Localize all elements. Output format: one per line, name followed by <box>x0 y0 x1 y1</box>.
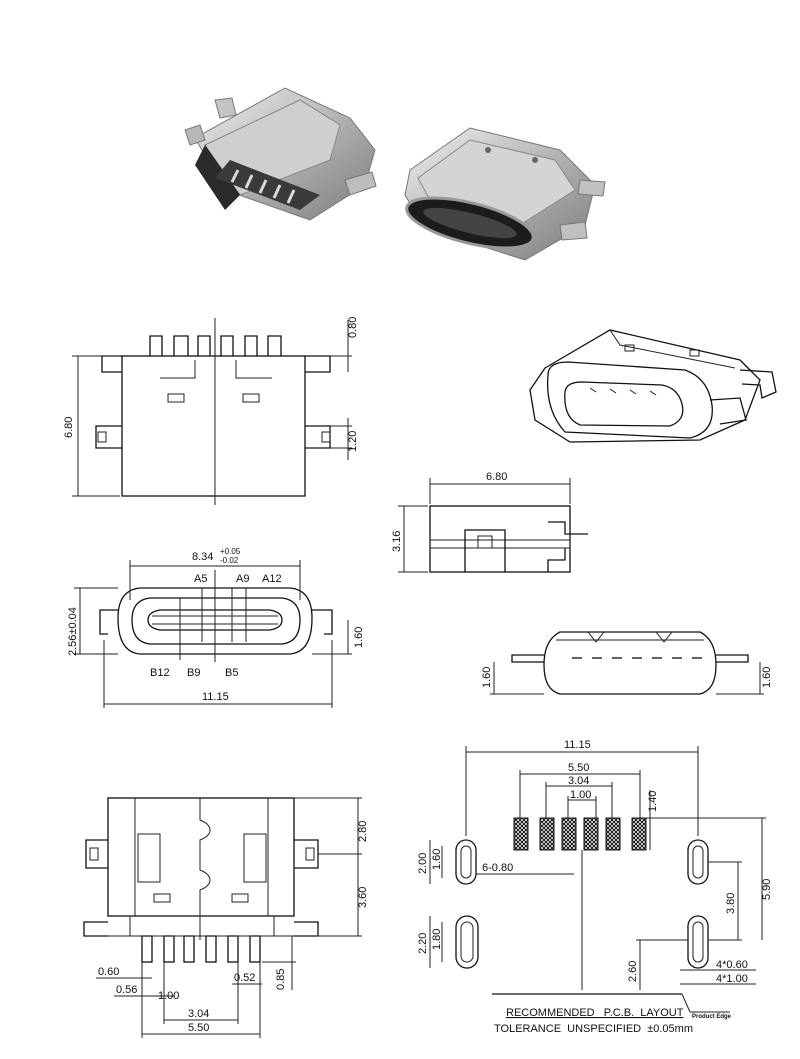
pcb-edge-note: Product Edge <box>692 1014 732 1020</box>
pcb-span550-dim: 5.50 <box>568 762 589 774</box>
top-view-drawing: 6.80 0.80 1.20 <box>63 317 359 505</box>
front-overall-dim: 11.15 <box>202 691 229 703</box>
pcb-span304-dim: 3.04 <box>568 775 589 787</box>
mount-right-dim: 1.60 <box>761 667 773 688</box>
pcb-holew2-dim: 4*1.00 <box>716 973 748 985</box>
pcb-sloth2-dim: 2.20 <box>417 933 429 954</box>
product-photo-left <box>184 87 377 221</box>
bottom-span2-dim: 5.50 <box>188 1022 209 1034</box>
front-height-dim: 2.56±0.04 <box>67 607 79 656</box>
pcb-pitch-dim: 1.00 <box>570 789 591 801</box>
isometric-line-drawing <box>529 329 777 443</box>
pcb-holew1-dim: 4*0.60 <box>716 959 748 971</box>
pcb-off590-dim: 5.90 <box>761 879 773 900</box>
pcb-slotw2-dim: 1.80 <box>431 929 443 950</box>
side-width-dim: 6.80 <box>486 471 507 483</box>
product-photo-right <box>404 127 606 261</box>
pcb-padcount-dim: 6-0.80 <box>482 862 513 874</box>
front-flange-dim: 1.60 <box>353 627 365 648</box>
bottom-pitch-dim: 1.00 <box>158 990 179 1002</box>
bottom-pinw2-dim: 0.56 <box>116 984 137 996</box>
pcb-layout-title: RECOMMENDED P.C.B. LAYOUT <box>506 1007 684 1019</box>
side-height-dim: 3.16 <box>391 531 403 552</box>
front-opening-tol-minus: -0.02 <box>220 556 239 565</box>
pcb-overall-dim: 11.15 <box>564 739 591 751</box>
bottom-top-dim: 2.80 <box>357 821 369 842</box>
top-height-dim: 6.80 <box>63 417 75 438</box>
bottom-gap-dim: 0.52 <box>234 972 255 984</box>
pin-label-b9: B9 <box>187 667 200 679</box>
mount-view-drawing: 1.60 1.60 <box>481 631 773 695</box>
pcb-tolerance-note: TOLERANCE UNSPECIFIED ±0.05mm <box>494 1023 693 1035</box>
pcb-pad-group <box>513 817 647 851</box>
pin-label-b12: B12 <box>150 667 170 679</box>
front-opening-dim: 8.34 <box>192 551 213 563</box>
pcb-layout-drawing: 11.15 5.50 3.04 1.00 1.40 <box>417 739 773 1035</box>
pcb-slotw1-dim: 1.60 <box>431 849 443 870</box>
pin-label-a5: A5 <box>194 573 207 585</box>
bottom-pinlen-dim: 0.85 <box>275 969 287 990</box>
bottom-span1-dim: 3.04 <box>188 1008 209 1020</box>
bottom-pinw-dim: 0.60 <box>98 966 119 978</box>
front-opening-tol-plus: +0.05 <box>220 547 241 556</box>
side-view-drawing: 6.80 3.16 <box>391 471 588 573</box>
pin-label-a12: A12 <box>262 573 282 585</box>
pcb-padlen-dim: 1.40 <box>647 791 659 812</box>
bottom-mid-dim: 3.60 <box>357 887 369 908</box>
top-side-dim: 1.20 <box>347 431 359 452</box>
front-view-drawing: 8.34 +0.05 -0.02 A5 A9 A12 B12 B9 B5 2.5… <box>67 547 365 708</box>
mount-left-dim: 1.60 <box>481 667 493 688</box>
bottom-view-drawing: 2.80 3.60 0.85 0.60 0.56 1.00 0.52 3.04 … <box>83 797 369 1038</box>
top-tab-dim: 0.80 <box>347 317 359 338</box>
pcb-off260-dim: 2.60 <box>627 961 639 982</box>
pin-label-b5: B5 <box>225 667 238 679</box>
pcb-off380-dim: 3.80 <box>725 893 737 914</box>
pcb-sloth1-dim: 2.00 <box>417 853 429 874</box>
pin-label-a9: A9 <box>236 573 249 585</box>
